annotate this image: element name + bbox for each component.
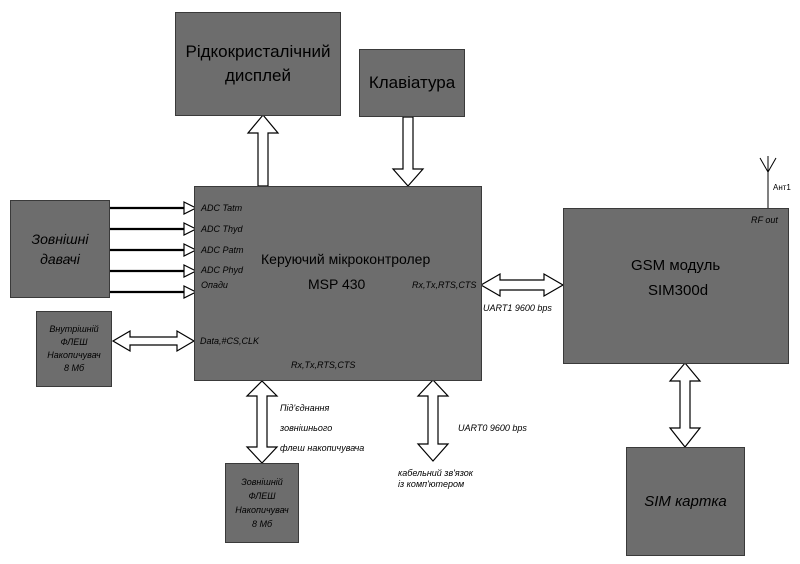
mcu-model: MSP 430 — [308, 276, 366, 292]
external-flash-block: Зовнішній ФЛЕШ Накопичувач 8 Мб — [225, 463, 299, 543]
adc-label-patm: ADC Patm — [201, 245, 244, 255]
mcu-title: Керуючий мікроконтролер — [261, 251, 431, 267]
sensor-arrowhead-2 — [183, 222, 198, 236]
mcu-data-label: Data,#CS,CLK — [200, 336, 260, 346]
cable-line2: із комп'ютером — [398, 479, 465, 489]
external-sensors-block: Зовнішні давачі — [10, 200, 110, 298]
sim-label: SIM картка — [644, 493, 727, 510]
sensors-line1: Зовнішні — [31, 231, 89, 247]
ext-flash-connection-label: Під'єднання зовнішнього флеш накопичувач… — [280, 398, 364, 458]
gsm-module-block: RF out GSM модуль SIM300d — [563, 208, 789, 364]
sensor-arrowhead-3 — [183, 243, 198, 257]
gsm-sim-arrow — [668, 362, 702, 448]
internal-flash-line3: Накопичувач — [47, 350, 101, 360]
external-flash-line3: Накопичувач — [235, 505, 289, 515]
cable-line1: кабельний зв'язок — [398, 468, 474, 478]
adc-label-thyd: ADC Thyd — [201, 224, 243, 234]
adc-label-phyd: ADC Phyd — [201, 265, 244, 275]
adc-label-rain: Опади — [201, 280, 228, 290]
antenna-label: Ант1 — [773, 183, 791, 192]
gsm-model: SIM300d — [648, 282, 709, 299]
ext-flash-conn-line2: зовнішнього — [280, 423, 333, 433]
external-flash-line4: 8 Мб — [251, 519, 273, 529]
lcd-line2: дисплей — [225, 66, 291, 85]
mcu-uart0-pins: Rx,Tx,RTS,CTS — [291, 360, 356, 370]
internal-flash-block: Внутрішній ФЛЕШ Накопичувач 8 Мб — [36, 311, 112, 387]
cable-link-label: кабельний зв'язок із комп'ютером — [398, 468, 473, 490]
sensor-arrowhead-4 — [183, 264, 198, 278]
uart0-label: UART0 9600 bps — [458, 423, 527, 433]
keyboard-mcu-arrow — [391, 116, 425, 187]
mcu-block: Керуючий мікроконтролер MSP 430 ADC Tatm… — [194, 186, 482, 381]
internal-flash-mcu-arrow — [111, 329, 196, 353]
sensors-line2: давачі — [40, 251, 80, 267]
ext-flash-conn-line1: Під'єднання — [280, 403, 330, 413]
external-flash-line1: Зовнішній — [241, 477, 283, 487]
sim-card-block: SIM картка — [626, 447, 745, 556]
ext-flash-conn-line3: флеш накопичувача — [280, 443, 365, 453]
gsm-title: GSM модуль — [631, 257, 721, 274]
mcu-gsm-uart1-arrow — [479, 272, 565, 298]
keyboard-block: Клавіатура — [359, 49, 465, 117]
lcd-mcu-arrow — [246, 114, 280, 187]
sensor-arrowhead-5 — [183, 285, 198, 299]
antenna-icon — [759, 156, 777, 208]
mcu-uart1-pins: Rx,Tx,RTS,CTS — [412, 280, 477, 290]
internal-flash-line4: 8 Мб — [63, 363, 85, 373]
external-flash-line2: ФЛЕШ — [248, 491, 276, 501]
sensor-arrowhead-1 — [183, 201, 198, 215]
uart1-label: UART1 9600 bps — [483, 303, 552, 313]
gsm-rf-out: RF out — [751, 215, 778, 225]
keyboard-label: Клавіатура — [368, 73, 456, 92]
lcd-line1: Рідкокристалічний — [185, 42, 331, 61]
internal-flash-line1: Внутрішній — [49, 324, 99, 334]
mcu-cable-arrow — [416, 379, 450, 462]
internal-flash-line2: ФЛЕШ — [60, 337, 88, 347]
lcd-display-block: Рідкокристалічний дисплей — [175, 12, 341, 116]
mcu-external-flash-arrow — [245, 380, 279, 464]
adc-label-tatm: ADC Tatm — [201, 203, 243, 213]
